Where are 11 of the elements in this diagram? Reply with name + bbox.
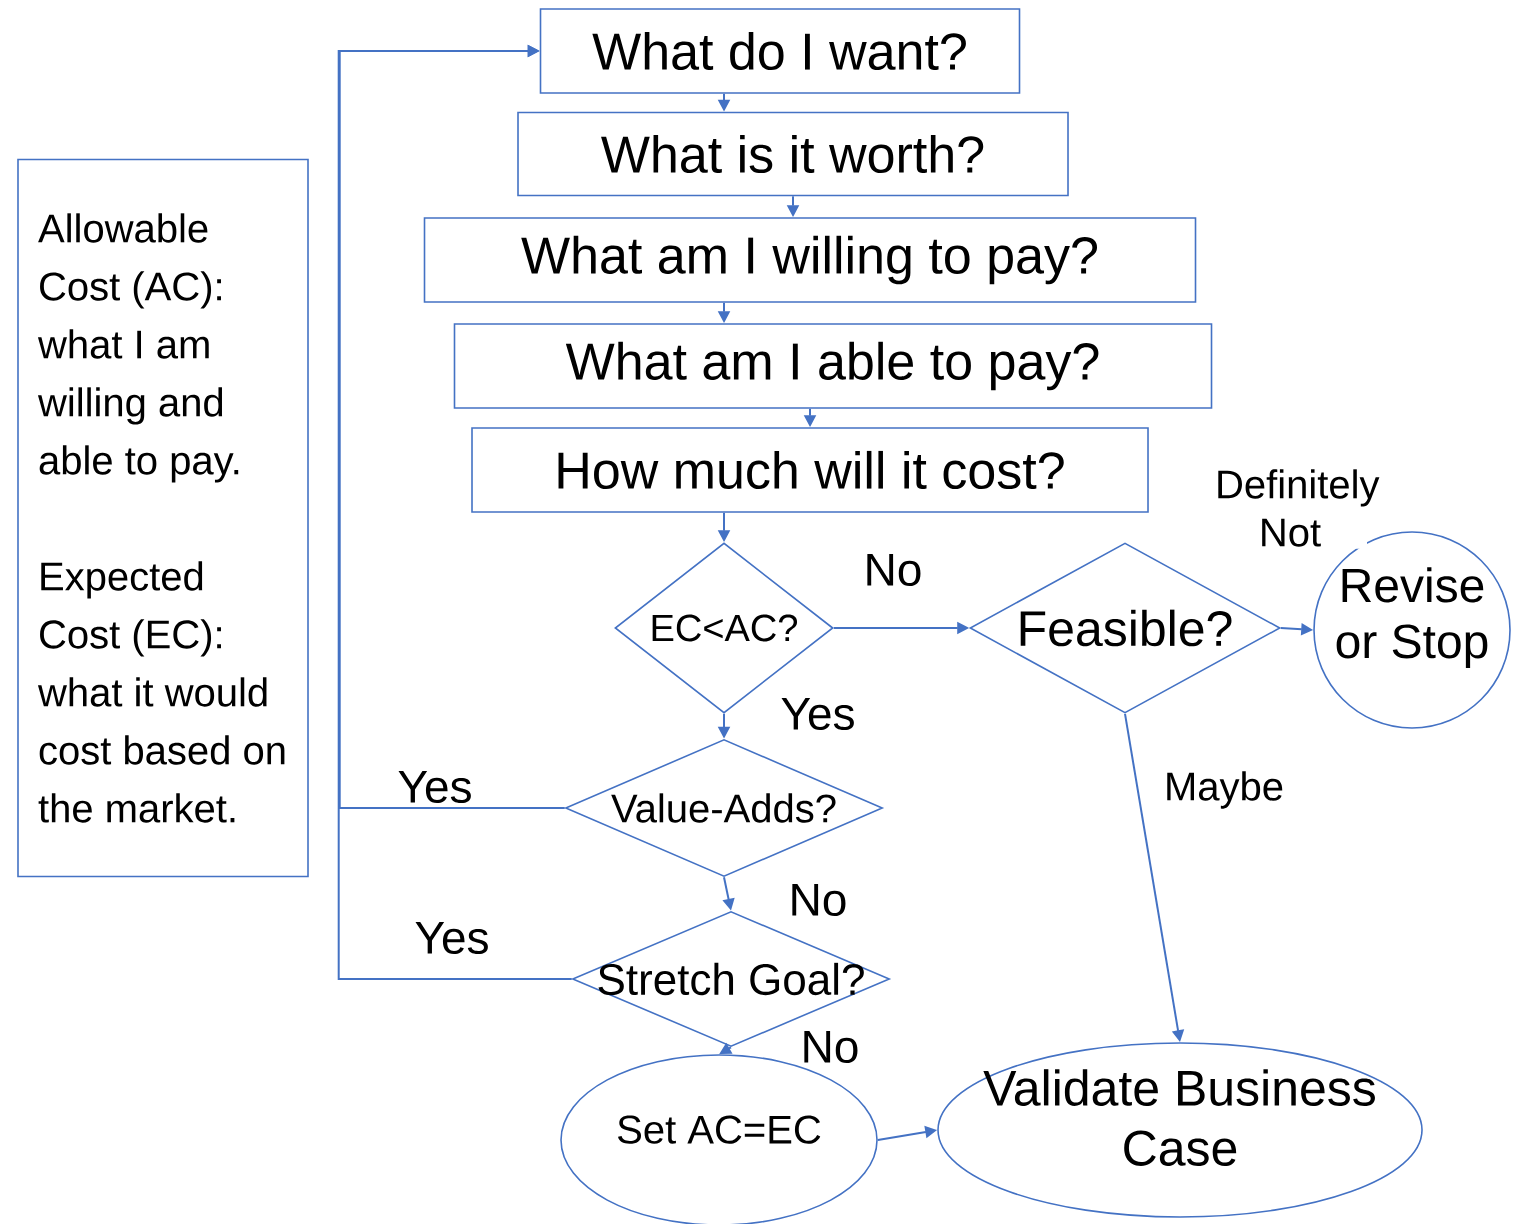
question-box: What am I willing to pay? [423,217,1197,303]
question-box: What do I want? [539,8,1021,94]
arrow [337,44,573,980]
edge-label: Yes [395,768,475,806]
edge-label: Maybe [1162,769,1287,811]
definition-box: Allowable Cost (AC): what I am willing and able to pay. Expected Cost (EC): what it would cost based on the market. [17,158,309,878]
question-box: What am I able to pay? [453,323,1213,409]
edge-label: No [861,551,925,589]
question-box: How much will it cost? [471,427,1149,513]
question-box: What is it worth? [517,111,1069,197]
edge-label: Yes [412,919,492,957]
